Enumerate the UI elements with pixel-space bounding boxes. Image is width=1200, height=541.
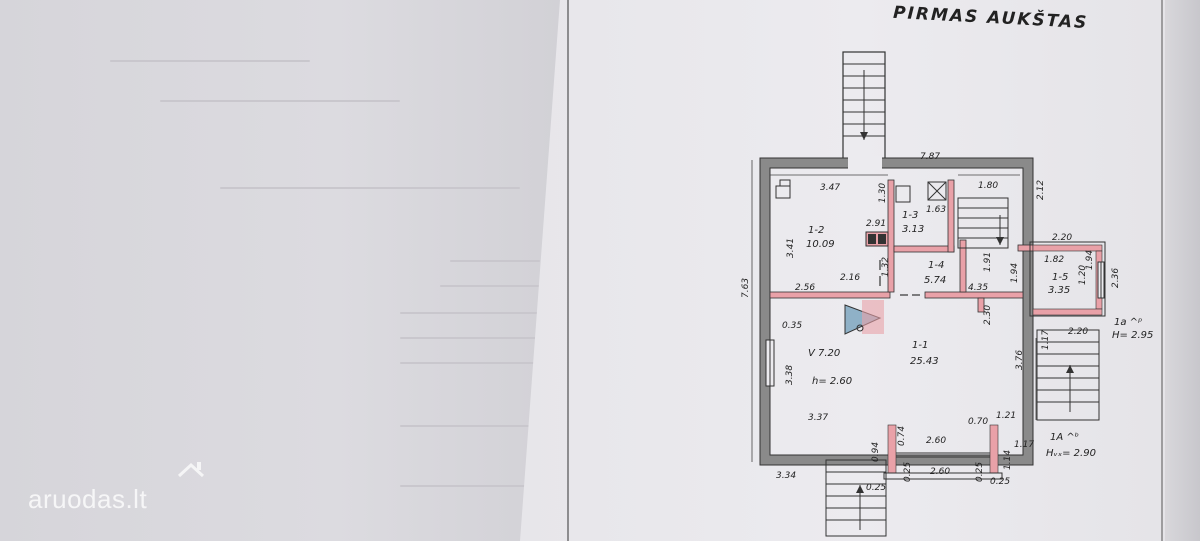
dim-label: 1.30 (878, 183, 888, 203)
watermark-logo: aruodas.lt (28, 484, 148, 514)
faint-text-line (110, 60, 310, 62)
door-markers (879, 260, 920, 296)
dim-label: 2.20 (1052, 233, 1072, 243)
side-annex (1029, 241, 1106, 317)
dimension-lines (751, 160, 1037, 462)
dim-label: 1.17 (1014, 440, 1034, 450)
dim-label: 3.41 (786, 238, 796, 258)
dim-label: 4.35 (968, 283, 988, 293)
room-area-1-4: 5.74 (924, 275, 946, 286)
stove-icon (844, 300, 884, 335)
room-area-1-2: 10.09 (806, 239, 835, 250)
dim-label: 2.60 (930, 467, 950, 477)
arrow-up-icon (1066, 365, 1074, 373)
front-height-note: Hᵥₓ= 2.90 (1046, 448, 1096, 459)
dim-label: 1.94 (1085, 250, 1095, 270)
dim-label: 1.82 (1044, 255, 1064, 265)
right-stairs (1036, 329, 1100, 421)
volume-note: V 7.20 (808, 348, 840, 359)
arrow-up-icon (856, 485, 864, 493)
floor-plan-page (520, 0, 1200, 541)
dim-label: 3.37 (808, 413, 828, 423)
faint-text-line (400, 362, 540, 364)
dim-label: 0.70 (968, 417, 988, 427)
dim-label: 7.87 (920, 152, 940, 162)
house-logo-icon (177, 462, 205, 478)
dim-label: 3.47 (820, 183, 840, 193)
dim-label: 1.63 (926, 205, 946, 215)
dim-label: 2.16 (840, 273, 860, 283)
dim-label: 1.94 (1010, 263, 1020, 283)
dim-label: 1.80 (978, 181, 998, 191)
top-entrance-gap (848, 156, 882, 170)
dim-label: 0.74 (897, 426, 907, 446)
room-id-1-2: 1-2 (808, 225, 824, 236)
dim-label: 2.56 (795, 283, 815, 293)
left-document-page (0, 0, 560, 541)
inner-stairs (957, 197, 1009, 249)
faint-text-line (440, 285, 540, 287)
dim-label: 3.76 (1015, 350, 1025, 370)
top-stairs (842, 51, 886, 161)
room-area-1-1: 25.43 (910, 356, 939, 367)
dim-label: 2.36 (1111, 268, 1121, 288)
left-window (765, 339, 775, 387)
room-id-1-4: 1-4 (928, 260, 944, 271)
bath-fixtures (775, 179, 947, 247)
dim-label: 1.17 (1041, 330, 1051, 350)
dim-label: 2.60 (926, 436, 946, 446)
dim-label: 3.38 (785, 365, 795, 385)
bottom-stairs (825, 459, 887, 537)
dim-label: 7.63 (741, 278, 751, 298)
dim-label: 0.25 (866, 483, 886, 493)
faint-text-line (400, 485, 540, 487)
faint-text-line (400, 312, 540, 314)
room-id-1-1: 1-1 (912, 340, 928, 351)
dim-label: 1.91 (983, 252, 993, 272)
side-height-note: H= 2.95 (1112, 330, 1153, 341)
dim-label: 2.91 (866, 219, 886, 229)
dim-label: 1.14 (1003, 450, 1013, 470)
faint-text-line (160, 100, 400, 102)
side-porch-note: 1a ^ᵖ (1114, 317, 1142, 328)
faint-text-line (220, 187, 520, 189)
front-porch-note: 1A ^ᵇ (1050, 432, 1079, 443)
room-area-1-5: 3.35 (1048, 285, 1070, 296)
faint-text-line (400, 337, 540, 339)
dim-label: 1.20 (1078, 265, 1088, 285)
dim-label: 0.25 (903, 462, 913, 482)
dim-label: 1.32 (881, 257, 891, 277)
arrow-down-icon (860, 132, 868, 140)
dim-label: 0.35 (782, 321, 802, 331)
dim-label: 0.25 (975, 462, 985, 482)
dim-label: 1.21 (996, 411, 1016, 421)
faint-text-line (400, 425, 540, 427)
dim-label: 0.25 (990, 477, 1010, 487)
dim-label: 0.94 (871, 442, 881, 462)
dim-label: 3.34 (776, 471, 796, 481)
height-note: h= 2.60 (812, 376, 852, 387)
faint-text-line (450, 260, 540, 262)
page-edge (1165, 0, 1200, 541)
bottom-porch (883, 424, 1003, 480)
dim-label: 2.30 (983, 305, 993, 325)
room-id-1-5: 1-5 (1052, 272, 1068, 283)
interior-walls (769, 179, 1034, 313)
arrow-down-icon (996, 237, 1004, 245)
dim-label: 2.20 (1068, 327, 1088, 337)
dim-label: 2.12 (1036, 180, 1046, 200)
room-id-1-3: 1-3 (902, 210, 918, 221)
room-area-1-3: 3.13 (902, 224, 924, 235)
